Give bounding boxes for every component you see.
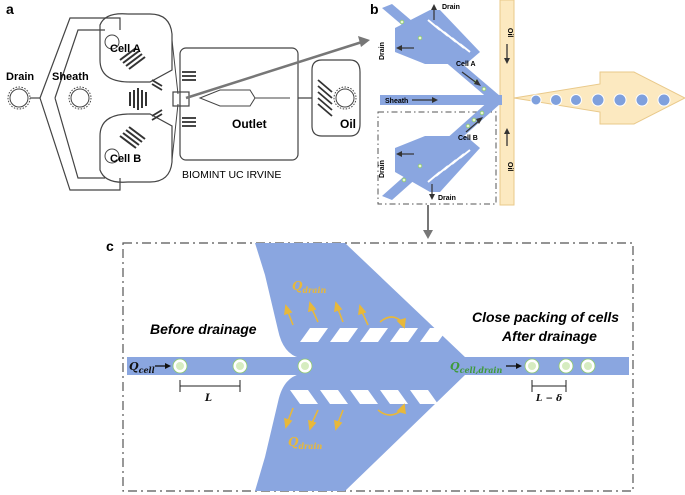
drain-slits-bottom-b xyxy=(427,149,471,183)
main-channel-c xyxy=(127,357,629,375)
drain-label-bottom-left-b: Drain xyxy=(379,160,386,178)
outlet-module xyxy=(179,47,299,161)
drain-manifold-outline xyxy=(39,17,121,191)
oil-flow-arrow-bottom xyxy=(504,128,510,146)
q-cell-label: Qcell xyxy=(129,360,155,375)
q-cell-drain-label: Qcell,drain xyxy=(450,360,502,375)
before-drainage-title: Before drainage xyxy=(150,321,257,337)
droplet xyxy=(613,93,627,107)
spacing-label-after: L − δ xyxy=(535,394,562,404)
spacing-dimension-before xyxy=(179,380,241,392)
inlet-channels xyxy=(171,39,179,161)
cell-a-chamber xyxy=(99,13,173,83)
sheath-manifold-outline xyxy=(54,29,105,179)
sheath-filter xyxy=(129,88,147,110)
drain-arrow-top-left xyxy=(396,45,414,51)
drain-arrow-bottom-left xyxy=(396,151,414,157)
droplet xyxy=(591,93,605,107)
droplet xyxy=(530,94,542,106)
droplet xyxy=(570,94,582,106)
cell-a-diagonal-channel xyxy=(382,4,500,100)
sheath-port xyxy=(68,86,92,110)
sheath-label-b: Sheath xyxy=(385,98,408,105)
sheath-label-a: Sheath xyxy=(52,71,89,83)
cell xyxy=(232,358,248,374)
cell xyxy=(172,358,188,374)
drain-flow-arrows-bottom xyxy=(284,403,406,431)
junction-box xyxy=(172,91,190,107)
oil-label-top-b: Oil xyxy=(506,28,513,37)
cell xyxy=(558,358,574,374)
panel-b: b Oil Oil Sheath xyxy=(370,0,685,239)
oil-label-a: Oil xyxy=(340,117,356,131)
cell-b-label-b: Cell B xyxy=(458,135,478,142)
droplet xyxy=(550,94,562,106)
drain-label-top-left-b: Drain xyxy=(379,42,386,60)
droplet xyxy=(635,93,649,107)
oil-label-bottom-b: Oil xyxy=(506,162,513,171)
spacing-dimension-after xyxy=(531,380,567,392)
panel-c: c xyxy=(106,238,634,492)
drain-label-a: Drain xyxy=(6,71,34,83)
droplet xyxy=(657,93,671,107)
drain-label-bottom-right-b: Drain xyxy=(438,195,456,202)
q-drain-label-top: Qdrain xyxy=(292,279,326,295)
drain-wedge-top-b xyxy=(395,10,480,64)
zoom-arrow-head xyxy=(358,36,370,47)
cell-b-port xyxy=(104,148,120,164)
sheath-channel-b xyxy=(380,95,502,105)
drain-label-top-right-b: Drain xyxy=(442,4,460,11)
outlet-serpentine xyxy=(198,89,256,107)
panel-c-label: c xyxy=(106,238,114,254)
cells-after-c xyxy=(524,358,596,374)
outlet-filters xyxy=(182,71,196,127)
drain-filters xyxy=(151,79,163,121)
cell xyxy=(524,358,540,374)
oil-module xyxy=(298,59,361,137)
selection-box-b xyxy=(377,111,497,205)
oil-flow-arrow-top xyxy=(504,44,510,64)
cell-a-flow-arrow xyxy=(461,71,481,86)
cell-a-filter xyxy=(119,47,146,70)
drain-flow-arrows-top xyxy=(284,301,406,329)
drain-arrow-top-right xyxy=(431,4,437,20)
cell-b-filter xyxy=(119,126,146,149)
oil-filter xyxy=(317,79,333,117)
cell-b-flow-arrow xyxy=(465,117,483,133)
oil-port xyxy=(333,86,357,110)
q-cell-drain-arrow xyxy=(506,363,522,369)
cell-a-port xyxy=(104,34,120,50)
cell-b-diagonal-channel xyxy=(382,100,500,200)
sheath-flow-arrow xyxy=(412,97,438,103)
drain-slits-top-c xyxy=(300,328,448,342)
cell-a-label-b: Cell A xyxy=(456,61,476,68)
outlet-label: Outlet xyxy=(232,117,267,131)
q-cell-arrow xyxy=(155,363,171,369)
cells-before-c xyxy=(172,358,313,374)
drain-port xyxy=(7,86,31,110)
after-drainage-title-line1: Close packing of cells xyxy=(472,309,619,325)
drain-slits-top-b xyxy=(427,19,471,53)
panel-b-label: b xyxy=(370,1,379,17)
panel-a: a Drain Sheath Cell A xyxy=(6,1,370,191)
after-drainage-title-line2: After drainage xyxy=(501,328,597,344)
panel-a-label: a xyxy=(6,1,14,17)
zoom-arrow-line xyxy=(185,40,363,100)
q-drain-label-bottom: Qdrain xyxy=(288,435,322,451)
cell-a-label-a: Cell A xyxy=(110,43,141,55)
panel-c-frame xyxy=(122,242,634,492)
droplets xyxy=(530,93,671,107)
panel-a-caption: BIOMINT UC IRVINE xyxy=(182,169,281,181)
cells-bottom-b xyxy=(401,110,485,183)
cell xyxy=(580,358,596,374)
cell-b-chamber xyxy=(99,113,173,183)
cell-b-label-a: Cell B xyxy=(110,153,141,165)
drain-arrow-bottom-right xyxy=(429,184,435,200)
cell xyxy=(297,358,313,374)
zoom-arrow-c-head xyxy=(423,230,433,239)
spacing-label-before: L xyxy=(204,393,212,404)
drain-slits-bottom-c xyxy=(290,390,438,404)
